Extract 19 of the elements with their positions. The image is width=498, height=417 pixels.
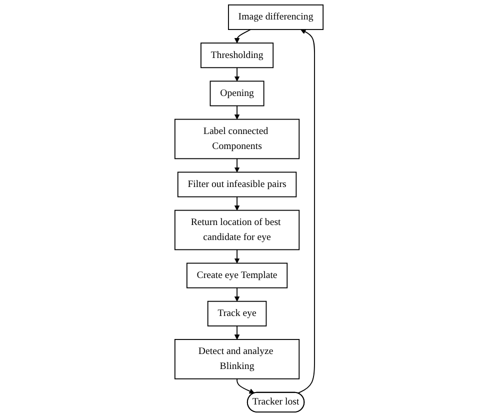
arrow [236,378,255,394]
arrow [234,67,240,82]
node-box: Create eye Template [186,262,288,288]
node-box: Return location of best candidate for eye [174,210,300,250]
arrow [234,105,240,120]
arrow [234,29,252,44]
node-box: Detect and analyze Blinking [174,339,300,380]
node-box: Thresholding [200,42,274,68]
node-box: Image differencing [228,4,324,30]
arrow [234,326,240,340]
arrow [234,158,240,172]
node-box: Label connected Components [174,118,300,160]
node-box: Opening [210,80,264,106]
arrow [234,287,240,302]
arrow [234,249,240,264]
arrow [297,29,315,394]
node-box: Filter out infeasible pairs [177,172,297,198]
arrow [234,196,240,211]
node-box: Track eye [207,300,267,326]
